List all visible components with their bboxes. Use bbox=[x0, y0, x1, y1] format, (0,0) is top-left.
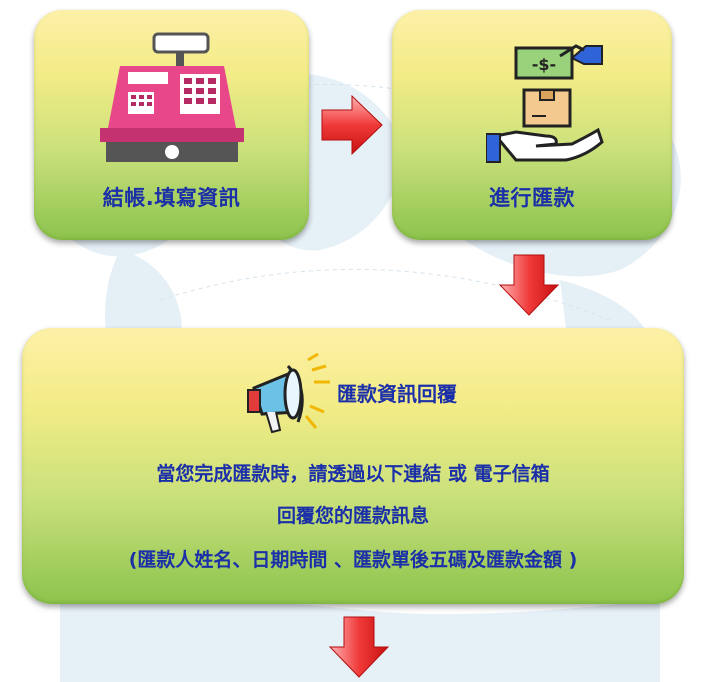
arrow-down-icon bbox=[498, 254, 560, 316]
cash-register-icon bbox=[100, 32, 244, 162]
money-transfer-icon: -$- bbox=[486, 44, 604, 163]
step-remittance-box: -$- 進行匯款 bbox=[392, 10, 672, 240]
reply-info-box bbox=[22, 328, 684, 604]
arrow-right-icon bbox=[321, 94, 383, 156]
svg-text:-$-: -$- bbox=[532, 55, 556, 74]
reply-instruction-line-3: (匯款人姓名、日期時間 、匯款單後五碼及匯款金額 ) bbox=[128, 549, 578, 571]
step-checkout-box: 結帳.填寫資訊 bbox=[34, 10, 309, 240]
reply-info-title: 匯款資訊回覆 bbox=[337, 382, 457, 406]
megaphone-icon bbox=[247, 352, 330, 434]
step-remittance-label: 進行匯款 bbox=[489, 186, 575, 210]
reply-instruction-line-2: 回覆您的匯款訊息 bbox=[276, 505, 429, 527]
arrow-down-bottom-icon bbox=[328, 616, 390, 678]
step-checkout-label: 結帳.填寫資訊 bbox=[102, 186, 241, 210]
reply-instruction-line-1: 當您完成匯款時，請透過以下連結 或 電子信箱 bbox=[156, 463, 550, 485]
